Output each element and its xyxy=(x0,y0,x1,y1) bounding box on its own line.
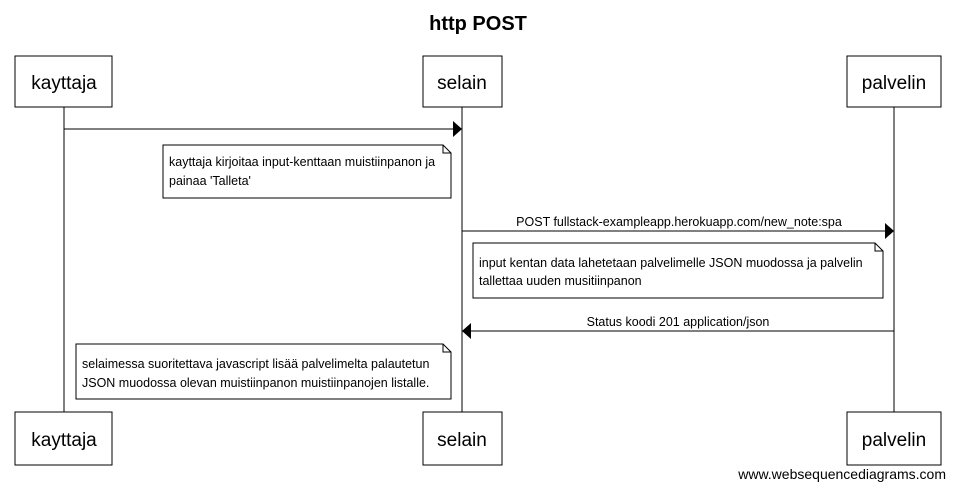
arrowhead-icon xyxy=(462,323,471,339)
actor-label: palvelin xyxy=(862,73,926,94)
actor-top-kayttaja: kayttaja xyxy=(14,55,113,108)
diagram-title: http POST xyxy=(429,13,527,35)
actor-label: kayttaja xyxy=(31,430,97,451)
note-fold-icon xyxy=(874,243,883,252)
actor-top-selain: selain xyxy=(422,55,503,108)
note-json-send: input kentan data lahetetaan palvelimell… xyxy=(472,242,884,299)
message-post-request: POST fullstack-exampleapp.herokuapp.com/… xyxy=(462,215,894,239)
actor-label: palvelin xyxy=(862,430,926,451)
note-line: selaimessa suoritettava javascript lisää… xyxy=(82,357,429,371)
actor-bottom-kayttaja: kayttaja xyxy=(14,411,113,466)
note-user-input: kayttaja kirjoitaa input-kenttaan muisti… xyxy=(162,144,452,199)
note-line: tallettaa uuden musitiinpanon xyxy=(479,274,642,288)
note-line: JSON muodossa olevan muistiinpanon muist… xyxy=(82,376,429,390)
note-line: input kentan data lahetetaan palvelimell… xyxy=(479,256,863,270)
arrowhead-icon xyxy=(453,121,462,137)
message-user-to-browser xyxy=(64,121,462,137)
footer-credit: www.websequencediagrams.com xyxy=(737,466,946,482)
actor-bottom-selain: selain xyxy=(422,411,503,466)
actor-label: selain xyxy=(437,73,487,94)
actor-top-palvelin: palvelin xyxy=(846,55,942,108)
actor-label: selain xyxy=(437,430,487,451)
actor-bottom-palvelin: palvelin xyxy=(846,411,942,466)
note-line: painaa 'Talleta' xyxy=(169,174,251,188)
arrowhead-icon xyxy=(885,223,894,239)
note-javascript-update: selaimessa suoritettava javascript lisää… xyxy=(75,343,452,400)
note-line: kayttaja kirjoitaa input-kenttaan muisti… xyxy=(169,155,435,169)
lifelines xyxy=(63,107,895,412)
note-fold-icon xyxy=(442,344,451,353)
actor-label: kayttaja xyxy=(31,73,97,94)
message-status-response: Status koodi 201 application/json xyxy=(462,315,894,339)
note-fold-icon xyxy=(442,145,451,154)
message-label: Status koodi 201 application/json xyxy=(587,315,770,329)
message-label: POST fullstack-exampleapp.herokuapp.com/… xyxy=(516,215,842,229)
